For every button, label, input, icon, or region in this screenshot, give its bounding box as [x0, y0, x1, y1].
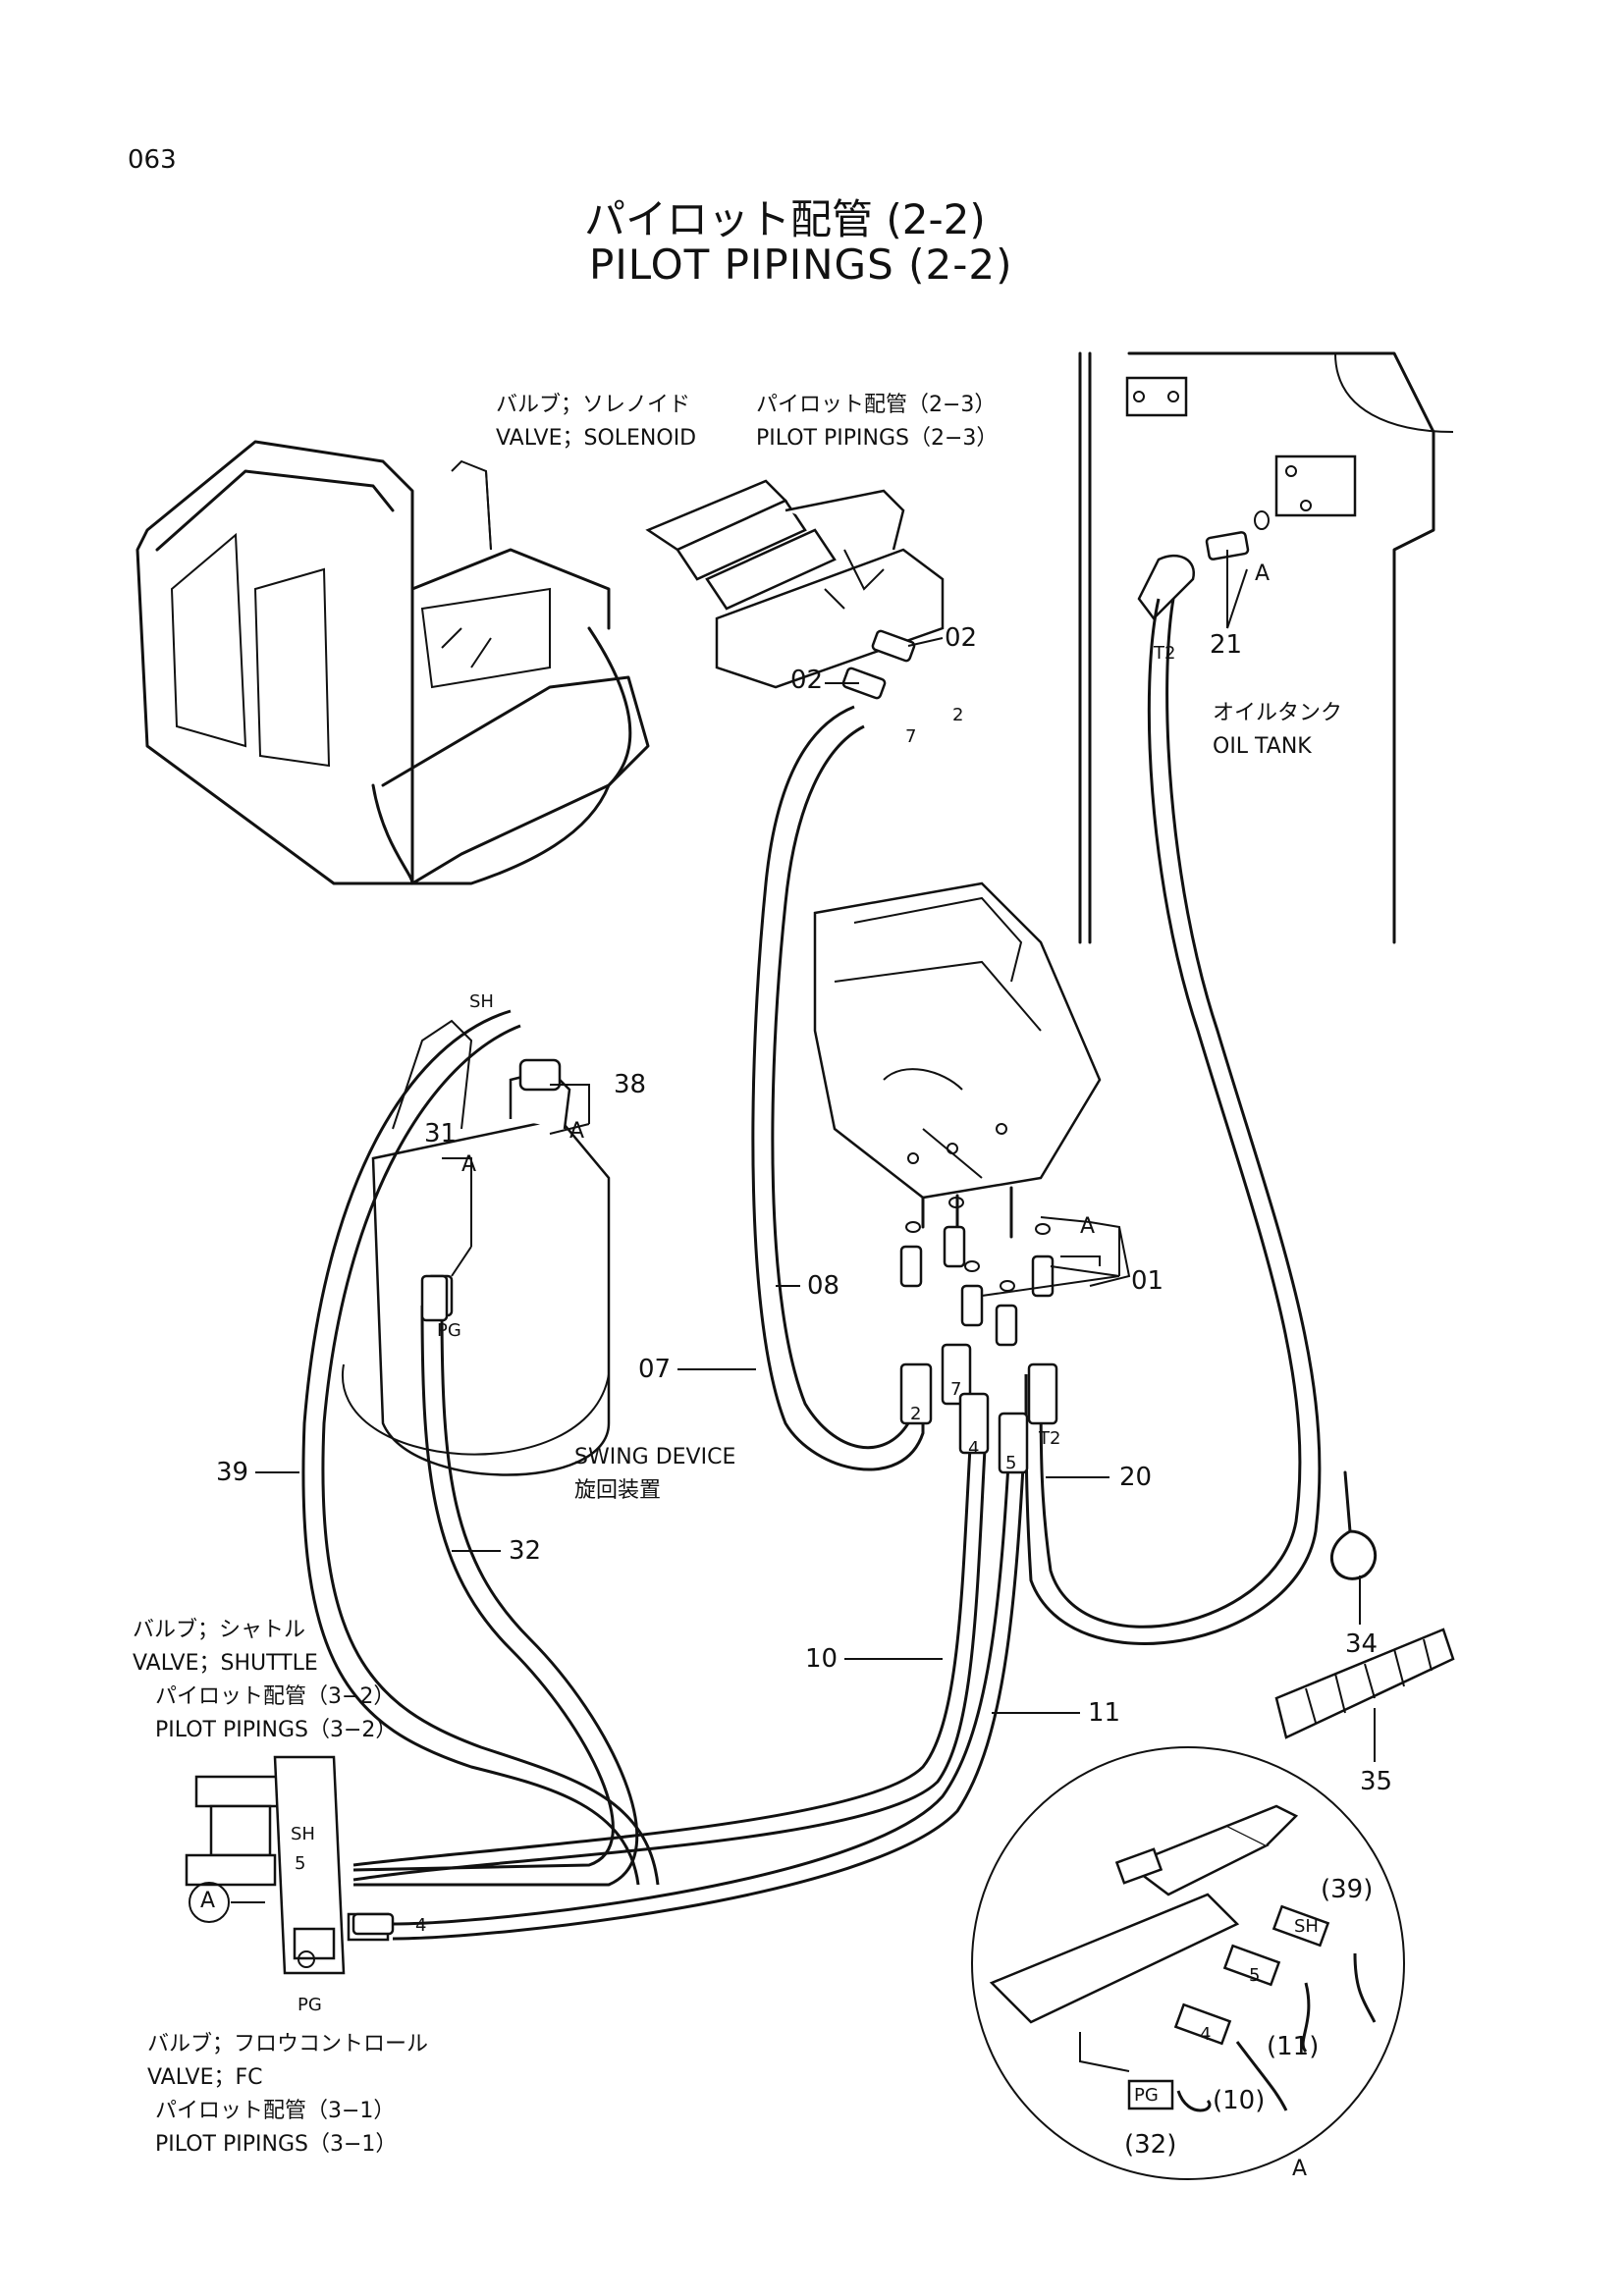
- part-number-01: 01: [1131, 1266, 1164, 1296]
- marker-sh: SH: [469, 991, 494, 1012]
- label-swing-device-en: SWING DEVICE: [574, 1445, 736, 1469]
- label-ref-3-1-jp: パイロット配管（3−1）: [155, 2099, 396, 2123]
- label-oil-tank-en: OIL TANK: [1213, 734, 1312, 759]
- excavator-illustration: [135, 440, 650, 885]
- marker-sh-valve: SH: [291, 1824, 315, 1844]
- marker-t2-valve: T2: [1039, 1428, 1061, 1449]
- callout-39: (39): [1321, 1875, 1374, 1904]
- marker-port-4: 4: [415, 1915, 427, 1936]
- marker-a-valve: A: [1080, 1214, 1096, 1239]
- marker-detail-5: 5: [1249, 1965, 1261, 1986]
- marker-pg-valve: PG: [298, 1995, 322, 2015]
- marker-a-swing-31: A: [461, 1152, 477, 1177]
- protector-sleeve-35: [1274, 1628, 1455, 1739]
- part-number-10: 10: [805, 1644, 839, 1674]
- marker-a-circle: A: [200, 1889, 216, 1913]
- marker-hose-7: 7: [950, 1379, 962, 1400]
- marker-detail-4: 4: [1200, 2024, 1212, 2045]
- callout-32: (32): [1124, 2130, 1177, 2160]
- label-ref-3-1-en: PILOT PIPINGS（3−1）: [155, 2132, 398, 2157]
- part-number-34: 34: [1345, 1629, 1379, 1659]
- marker-detail-pg: PG: [1134, 2085, 1159, 2106]
- label-swing-device-jp: 旋回装置: [574, 1478, 662, 1503]
- label-valve-solenoid-en: VALVE；SOLENOID: [496, 426, 697, 451]
- part-number-11: 11: [1088, 1698, 1121, 1728]
- marker-solenoid-2: 2: [952, 705, 964, 725]
- part-number-07: 07: [638, 1355, 672, 1384]
- marker-a-tank: A: [1255, 561, 1271, 586]
- label-ref-2-3-jp: パイロット配管（2−3）: [756, 393, 997, 417]
- title-english: PILOT PIPINGS (2-2): [589, 240, 1013, 289]
- marker-solenoid-7: 7: [905, 726, 917, 747]
- marker-pg: PG: [437, 1320, 461, 1341]
- oil-tank: [1078, 351, 1454, 944]
- cable-tie-34: [1329, 1470, 1378, 1580]
- label-ref-3-2-jp: パイロット配管（3−2）: [155, 1684, 396, 1709]
- label-valve-shuttle-jp: バルブ；シャトル: [133, 1618, 306, 1642]
- callout-11: (11): [1267, 2032, 1320, 2061]
- title-japanese: パイロット配管 (2-2): [584, 195, 986, 243]
- marker-hose-4: 4: [968, 1438, 980, 1459]
- leader-lines: [189, 550, 1376, 1923]
- callout-10: (10): [1213, 2086, 1266, 2115]
- part-number-39: 39: [216, 1458, 249, 1487]
- marker-hose-5: 5: [1005, 1453, 1017, 1473]
- marker-a-detail: A: [1292, 2157, 1308, 2181]
- marker-port-5: 5: [295, 1853, 306, 1874]
- shuttle-fc-valve: [185, 1755, 390, 1975]
- part-number-02-lower: 02: [790, 666, 824, 695]
- part-number-32: 32: [509, 1536, 542, 1566]
- label-ref-2-3-en: PILOT PIPINGS（2−3）: [756, 426, 999, 451]
- part-number-02-upper: 02: [945, 623, 978, 653]
- hoses: [301, 598, 1322, 1941]
- part-number-38: 38: [614, 1070, 647, 1099]
- marker-t2-tank: T2: [1154, 643, 1176, 664]
- part-number-21: 21: [1210, 630, 1243, 660]
- solenoid-valve-block: [645, 479, 945, 700]
- control-valve: [813, 881, 1102, 1239]
- part-number-35: 35: [1360, 1767, 1393, 1796]
- marker-detail-sh: SH: [1294, 1916, 1319, 1937]
- marker-hose-2: 2: [910, 1404, 922, 1424]
- label-valve-fc-en: VALVE；FC: [147, 2065, 263, 2090]
- label-valve-solenoid-jp: バルブ；ソレノイド: [496, 393, 691, 417]
- label-oil-tank-jp: オイルタンク: [1213, 701, 1343, 725]
- hose-ends: [352, 1274, 1058, 1936]
- label-valve-shuttle-en: VALVE；SHUTTLE: [133, 1651, 318, 1676]
- part-number-08: 08: [807, 1271, 840, 1301]
- part-number-20: 20: [1119, 1463, 1153, 1492]
- part-number-31: 31: [424, 1119, 458, 1148]
- label-valve-fc-jp: バルブ；フロウコントロール: [147, 2032, 429, 2056]
- marker-a-swing-38: A: [569, 1119, 585, 1144]
- detail-view-a: [971, 1746, 1405, 2180]
- page-number: 063: [128, 145, 177, 175]
- label-ref-3-2-en: PILOT PIPINGS（3−2）: [155, 1718, 398, 1742]
- swing-device: [341, 1019, 611, 1476]
